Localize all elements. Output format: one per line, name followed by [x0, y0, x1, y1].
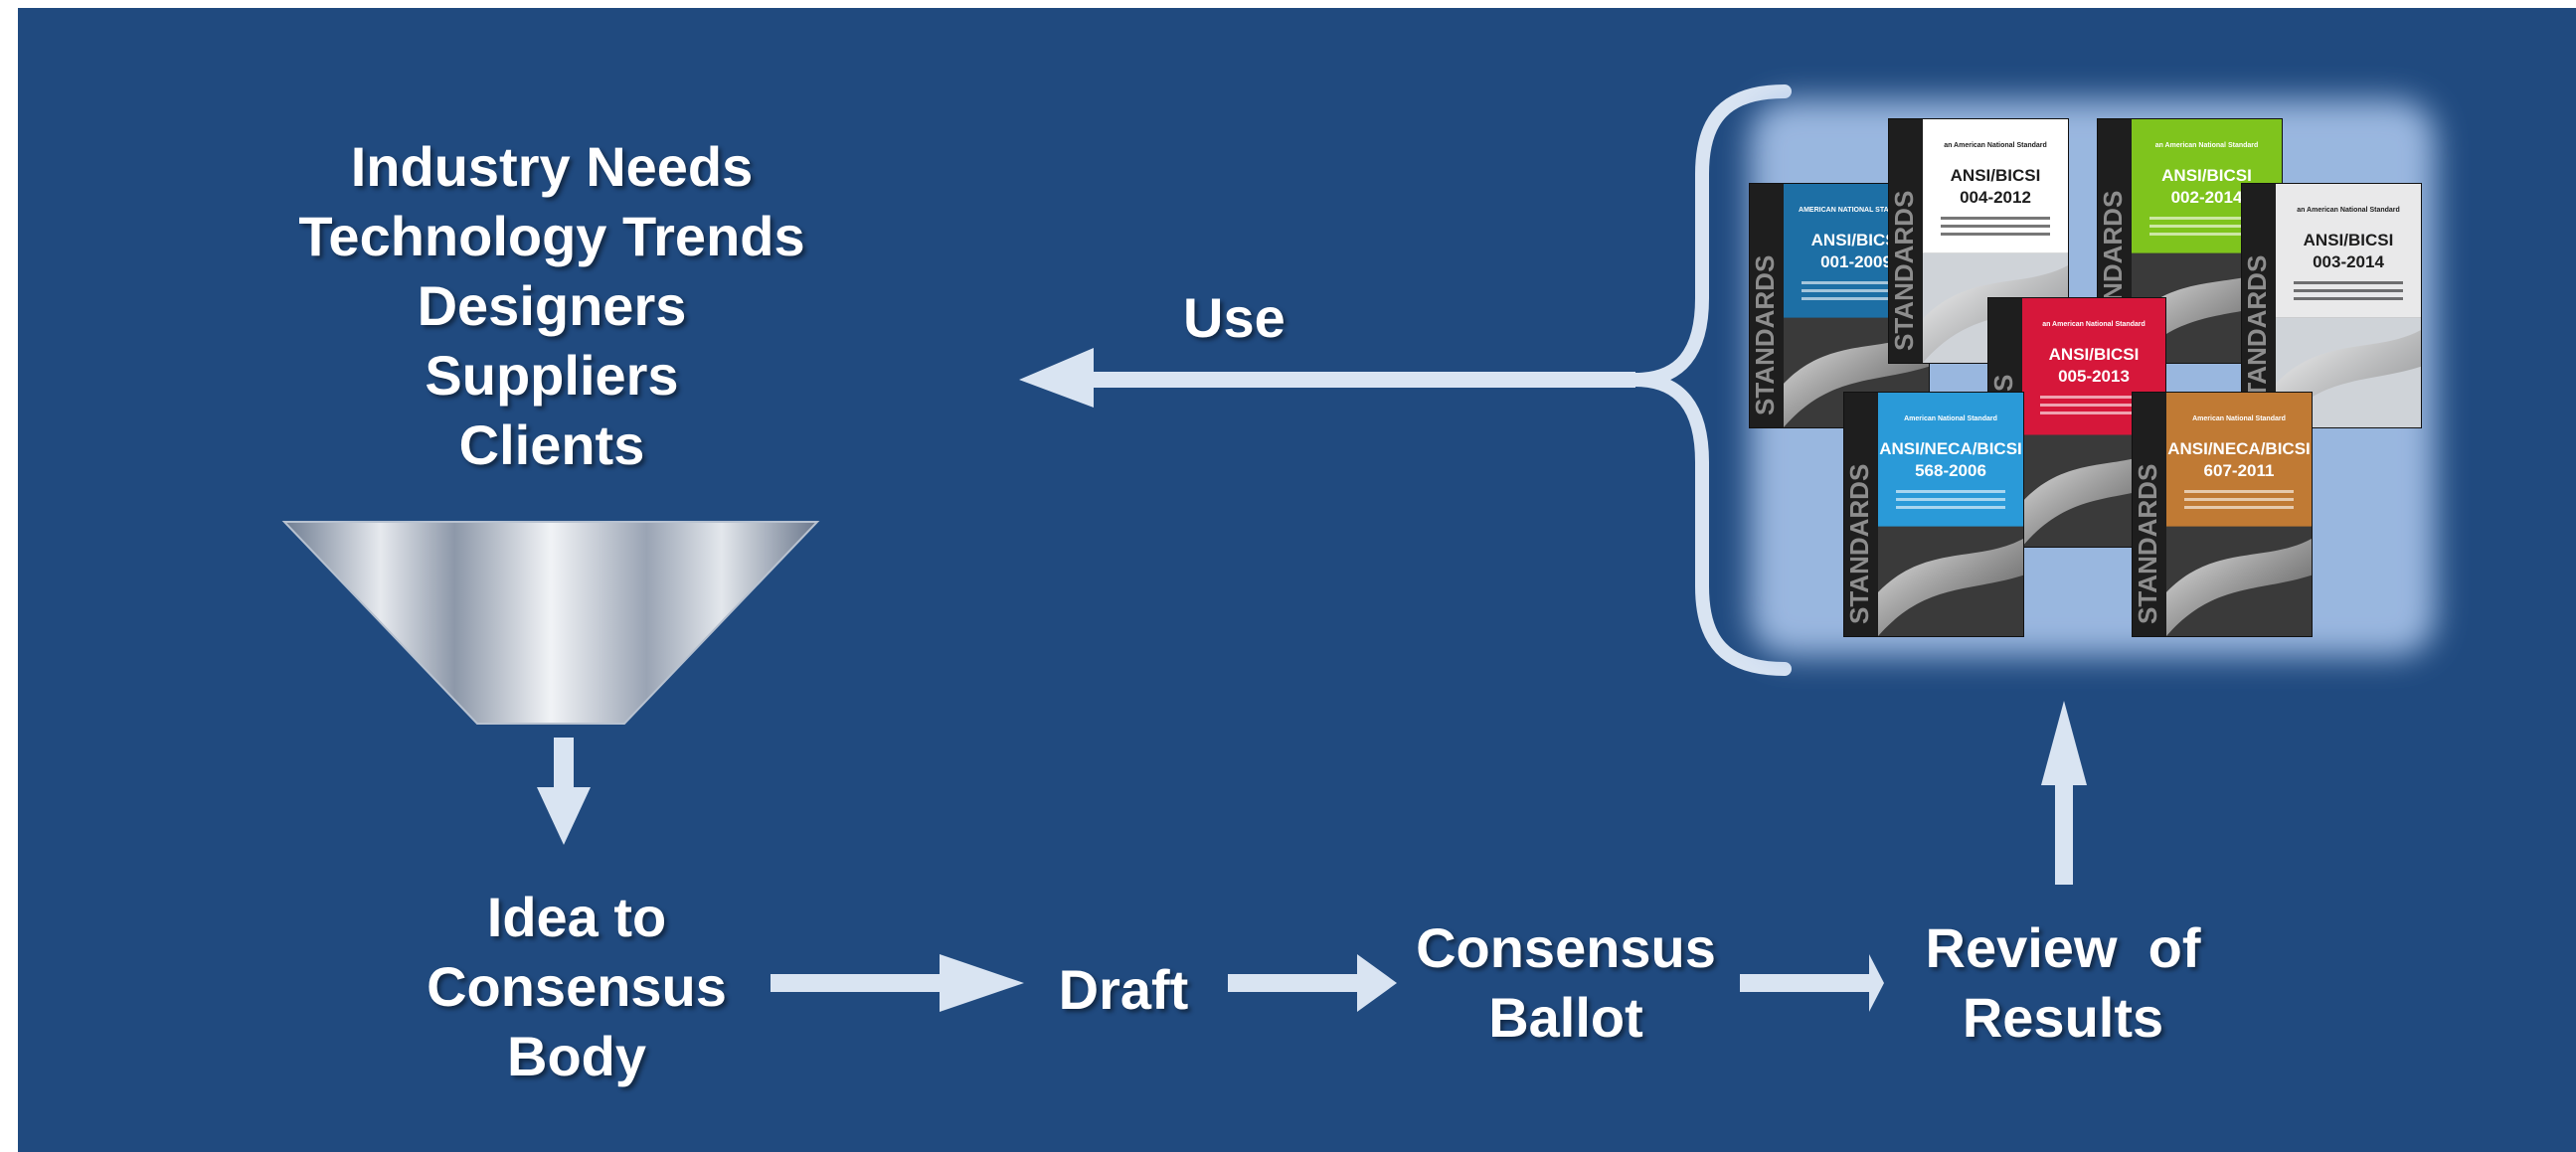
brace: [1634, 84, 1792, 676]
funnel-shape: [281, 521, 820, 725]
cover-header: an American National Standard: [2297, 207, 2400, 214]
cover-spine-text: STANDARDS: [2242, 255, 2272, 415]
input-designers: Designers: [417, 274, 687, 337]
cover-header: American National Standard: [1904, 415, 1997, 422]
step-ballot: Consensus Ballot: [1392, 920, 1740, 1060]
step-ballot-line: Ballot: [1488, 986, 1643, 1049]
up-arrow: [2041, 701, 2087, 885]
step-review-line: Review of: [1925, 916, 2201, 979]
cover-header: an American National Standard: [1944, 142, 2047, 149]
step-idea-line: Consensus: [427, 955, 727, 1018]
cover-spine-text: STANDARDS: [1889, 191, 1919, 351]
use-label: Use: [1183, 286, 1286, 349]
cover-number: 002-2014: [2171, 188, 2243, 207]
down-arrow: [537, 738, 591, 845]
cover-number: 004-2012: [1960, 188, 2031, 207]
input-suppliers: Suppliers: [425, 344, 679, 407]
cover-title: ANSI/BICSI: [2049, 345, 2140, 364]
cover-title: ANSI/BICSI: [1811, 231, 1902, 249]
standard-cover: STANDARDS American National StandardANSI/…: [2132, 392, 2313, 637]
cover-spine-text: STANDARDS: [2133, 464, 2162, 624]
cover-number: 607-2011: [2204, 461, 2275, 480]
cover-header: an American National Standard: [2042, 321, 2146, 328]
step-idea-line: Idea to: [486, 886, 667, 948]
input-industry-needs: Industry Needs: [350, 135, 754, 198]
arrow-draft-to-ballot: [1228, 954, 1397, 1012]
cover-header: AMERICAN NATIONAL STANDARD: [1799, 207, 1914, 214]
cover-spine-text: STANDARDS: [1750, 255, 1780, 415]
cover-title: ANSI/NECA/BICSI: [2167, 439, 2311, 458]
step-draft-line: Draft: [1058, 958, 1189, 1021]
cover-number: 568-2006: [1915, 461, 1986, 480]
cover-header: American National Standard: [2192, 415, 2286, 422]
cover-title: ANSI/BICSI: [2161, 166, 2252, 185]
cover-number: 001-2009: [1820, 252, 1892, 271]
cover-spine-text: STANDARDS: [1844, 464, 1874, 624]
standard-cover: STANDARDS an American National StandardAN…: [2241, 183, 2422, 428]
use-arrow: [1019, 348, 1635, 408]
step-review-line: Results: [1962, 986, 2164, 1049]
cover-title: ANSI/NECA/BICSI: [1879, 439, 2022, 458]
cover-title: ANSI/BICSI: [2304, 231, 2394, 249]
cover-title: ANSI/BICSI: [1951, 166, 2041, 185]
cover-header: an American National Standard: [2155, 142, 2259, 149]
input-technology-trends: Technology Trends: [298, 205, 805, 267]
standard-cover: STANDARDS American National StandardANSI/…: [1843, 392, 2024, 637]
cover-number: 003-2014: [2313, 252, 2384, 271]
step-idea: Idea to Consensus Body: [378, 890, 775, 1098]
step-draft: Draft: [1034, 962, 1213, 1018]
arrow-ballot-to-review: [1740, 954, 1884, 1012]
step-review: Review of Results: [1889, 920, 2237, 1060]
inputs-list: Industry Needs Technology Trends Designe…: [254, 139, 850, 487]
cover-number: 005-2013: [2058, 367, 2130, 386]
step-ballot-line: Consensus: [1416, 916, 1716, 979]
input-clients: Clients: [458, 413, 645, 476]
arrow-idea-to-draft: [771, 954, 1024, 1012]
step-idea-line: Body: [507, 1025, 646, 1087]
